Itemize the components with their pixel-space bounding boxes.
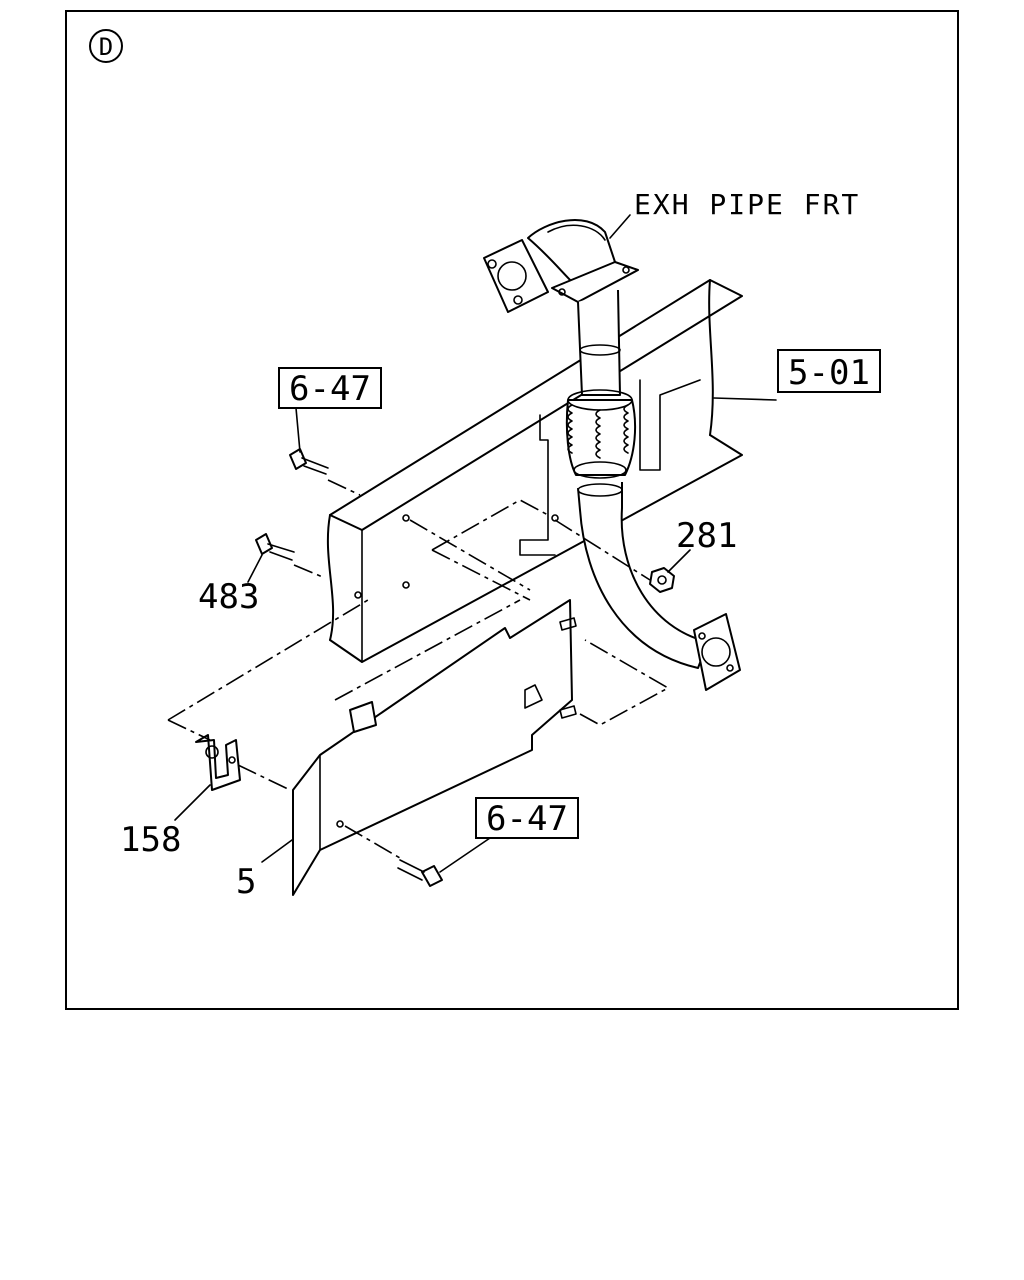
label-ref-647-top: 6-47 bbox=[289, 369, 371, 409]
bellows-coils bbox=[567, 404, 629, 459]
frame-rail bbox=[326, 279, 743, 663]
label-part-5: 5 bbox=[236, 862, 256, 902]
nut-281 bbox=[649, 567, 675, 593]
label-exh-pipe-frt: EXH PIPE FRT bbox=[634, 188, 860, 221]
view-marker: D bbox=[89, 29, 123, 63]
heat-shield bbox=[292, 599, 577, 896]
bracket-158 bbox=[195, 734, 241, 791]
label-ref-647-bottom: 6-47 bbox=[486, 799, 568, 839]
label-ref-501: 5-01 bbox=[788, 353, 870, 393]
bolt-483 bbox=[255, 533, 295, 561]
diagram-frame bbox=[65, 10, 959, 1010]
ref-box-647-bottom bbox=[475, 797, 579, 839]
view-marker-letter: D bbox=[99, 33, 113, 61]
exhaust-pipe-front bbox=[483, 219, 741, 691]
label-part-158: 158 bbox=[120, 820, 181, 860]
ref-box-647-top bbox=[278, 367, 382, 409]
bolt-647-bottom bbox=[397, 859, 443, 887]
label-part-483: 483 bbox=[198, 577, 259, 617]
assembly-lines bbox=[167, 479, 670, 859]
label-part-281: 281 bbox=[676, 516, 737, 556]
bolt-647-top bbox=[289, 448, 329, 475]
ref-box-501 bbox=[777, 349, 881, 393]
leader-lines bbox=[174, 214, 777, 873]
